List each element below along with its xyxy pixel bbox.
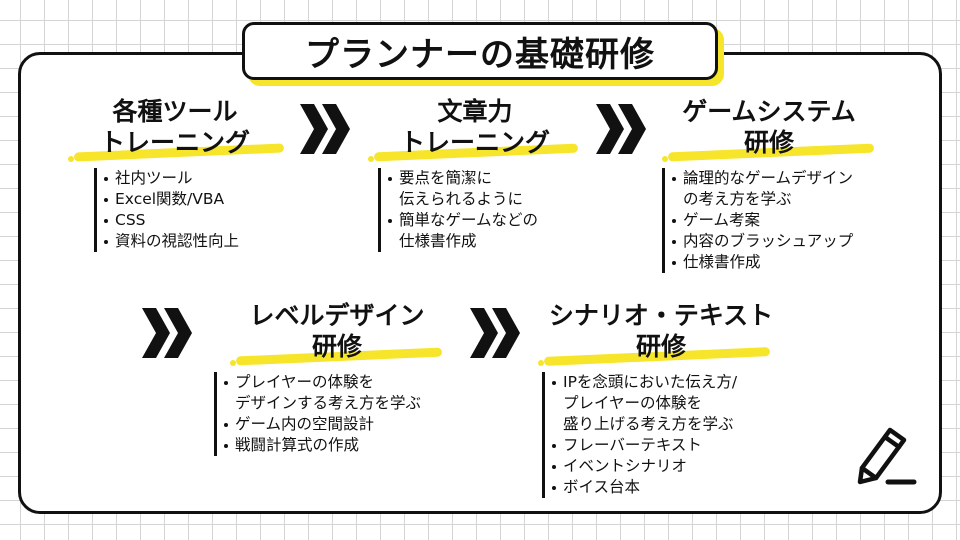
list-item-text: 盛り上げる考え方を学ぶ [563, 415, 734, 433]
section-title: ゲームシステム 研修 [654, 96, 884, 158]
section-title: 文章力 トレーニング [360, 96, 590, 158]
topic-list: IPを念頭においた伝え方/ プレイヤーの体験を 盛り上げる考え方を学ぶ フレーバ… [542, 372, 737, 498]
double-chevron-right-icon [300, 104, 350, 154]
list-item: 仕様書作成 [671, 252, 853, 273]
list-item: プレイヤーの体験を デザインする考え方を学ぶ [223, 372, 421, 414]
highlight-dot [68, 156, 74, 162]
list-item-text: フレーバーテキスト [563, 436, 702, 454]
list-item-text: ゲーム内の空間設計 [235, 415, 375, 433]
section-title-line: レベルデザイン [249, 301, 425, 330]
list-item: フレーバーテキスト [551, 435, 737, 456]
section-title-line: 研修 [635, 332, 686, 361]
list-item: CSS [103, 210, 239, 231]
list-item-text: イベントシナリオ [563, 457, 688, 475]
list-item: 社内ツール [103, 168, 239, 189]
list-item-text: 仕様書作成 [683, 253, 761, 271]
list-item-text: CSS [115, 211, 146, 229]
list-item-text: 内容のブラッシュアップ [683, 232, 854, 250]
list-item: 資料の視認性向上 [103, 231, 239, 252]
list-item-text: 伝えられるように [399, 190, 524, 208]
section-title-line: ゲームシステム [682, 97, 856, 126]
list-item-text: 論理的なゲームデザイン [683, 169, 854, 187]
topic-list: 論理的なゲームデザイン の考え方を学ぶ ゲーム考案 内容のブラッシュアップ 仕様… [662, 168, 853, 273]
list-item-text: プレイヤーの体験を [235, 373, 375, 391]
section-title: レベルデザイン 研修 [222, 300, 452, 362]
list-item-text: Excel関数/VBA [115, 190, 225, 208]
section-title-line: トレーニング [399, 128, 550, 157]
double-chevron-right-icon [596, 104, 646, 154]
content-panel [18, 52, 942, 514]
list-item-text: の考え方を学ぶ [683, 190, 792, 208]
list-item-text: ボイス台本 [563, 478, 641, 496]
list-item-text: プレイヤーの体験を [563, 394, 703, 412]
section-title-line: 研修 [743, 128, 794, 157]
section-title: シナリオ・テキスト 研修 [526, 300, 796, 362]
list-item: Excel関数/VBA [103, 189, 239, 210]
highlight-dot [538, 360, 544, 366]
list-item-text: IPを念頭においた伝え方/ [563, 373, 738, 391]
pencil-icon [857, 427, 917, 485]
list-item: 論理的なゲームデザイン の考え方を学ぶ [671, 168, 853, 210]
list-item: ボイス台本 [551, 477, 737, 498]
highlight-dot [230, 360, 236, 366]
topic-list: 要点を簡潔に 伝えられるように 簡単なゲームなどの 仕様書作成 [378, 168, 538, 252]
list-item: 簡単なゲームなどの 仕様書作成 [387, 210, 538, 252]
list-item-text: 要点を簡潔に [399, 169, 493, 187]
list-item-text: ゲーム考案 [683, 211, 761, 229]
section-title-line: 各種ツール [112, 97, 238, 126]
list-item-text: デザインする考え方を学ぶ [235, 394, 422, 412]
topic-list: 社内ツール Excel関数/VBA CSS 資料の視認性向上 [94, 168, 239, 252]
list-item: ゲーム考案 [671, 210, 853, 231]
list-item-text: 戦闘計算式の作成 [235, 436, 360, 454]
section-title-line: シナリオ・テキスト [548, 301, 774, 330]
section-title-line: 文章力 [437, 97, 513, 126]
list-item-text: 資料の視認性向上 [115, 232, 240, 250]
topic-list: プレイヤーの体験を デザインする考え方を学ぶ ゲーム内の空間設計 戦闘計算式の作… [214, 372, 421, 456]
page-title: プランナーの基礎研修 [242, 22, 718, 80]
list-item: IPを念頭においた伝え方/ プレイヤーの体験を 盛り上げる考え方を学ぶ [551, 372, 737, 435]
list-item: イベントシナリオ [551, 456, 737, 477]
page-title-badge: プランナーの基礎研修 [242, 22, 724, 86]
section-title-line: トレーニング [99, 128, 250, 157]
double-chevron-right-icon [142, 308, 192, 358]
section-title-line: 研修 [311, 332, 362, 361]
list-item: ゲーム内の空間設計 [223, 414, 421, 435]
list-item-text: 仕様書作成 [399, 232, 477, 250]
list-item: 戦闘計算式の作成 [223, 435, 421, 456]
list-item-text: 社内ツール [115, 169, 193, 187]
list-item: 要点を簡潔に 伝えられるように [387, 168, 538, 210]
list-item-text: 簡単なゲームなどの [399, 211, 539, 229]
section-title: 各種ツール トレーニング [60, 96, 290, 158]
highlight-dot [368, 156, 374, 162]
list-item: 内容のブラッシュアップ [671, 231, 853, 252]
highlight-dot [662, 156, 668, 162]
double-chevron-right-icon [470, 308, 520, 358]
